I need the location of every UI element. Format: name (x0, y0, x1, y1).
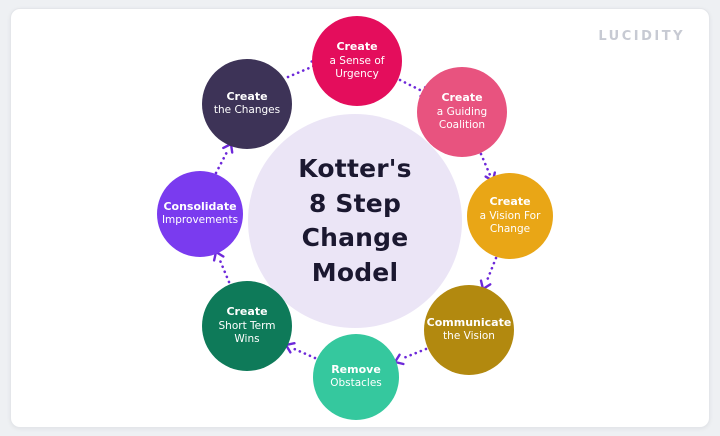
step-circle-vision-for-change: Create a Vision For Change (467, 173, 553, 259)
step-subtitle: a Guiding (436, 105, 488, 118)
step-subtitle: Coalition (438, 119, 486, 132)
step-title: Create (441, 91, 483, 105)
diagram-title: Kotter's 8 Step Change Model (298, 152, 411, 290)
step-subtitle: the Vision (443, 330, 495, 343)
lucidity-logo: LUCIDITY (598, 29, 685, 44)
title-line: Model (311, 257, 399, 287)
step-title: Create (226, 305, 268, 319)
step-title: Consolidate (163, 200, 237, 214)
step-subtitle: Obstacles (330, 377, 382, 390)
step-circle-remove-obstacles: Remove Obstacles (313, 334, 399, 420)
step-circle-sense-of-urgency: Create a Sense of Urgency (312, 16, 402, 106)
title-line: Kotter's (298, 154, 412, 183)
step-subtitle: Change (489, 223, 531, 236)
step-subtitle: Wins (234, 333, 260, 346)
step-title: Remove (331, 363, 381, 377)
step-title: Create (489, 195, 531, 209)
step-circle-short-term-wins: Create Short Term Wins (202, 281, 292, 371)
step-circle-consolidate-improvements: Consolidate Improvements (157, 171, 243, 257)
step-title: Create (336, 40, 378, 54)
step-title: Communicate (426, 316, 512, 330)
step-subtitle: a Vision For (479, 209, 541, 222)
step-circle-create-the-changes: Create the Changes (202, 59, 292, 149)
center-title-circle: Kotter's 8 Step Change Model (248, 114, 462, 328)
step-circle-communicate-the-vision: Communicate the Vision (424, 285, 514, 375)
step-subtitle: the Changes (213, 104, 281, 117)
step-subtitle: Urgency (335, 68, 379, 81)
title-line: Change (301, 223, 409, 252)
step-subtitle: Improvements (161, 214, 239, 227)
step-circle-guiding-coalition: Create a Guiding Coalition (417, 67, 507, 157)
step-title: Create (226, 90, 268, 104)
step-subtitle: Short Term (218, 319, 276, 332)
title-line: 8 Step (308, 188, 402, 218)
step-subtitle: a Sense of (329, 54, 385, 67)
